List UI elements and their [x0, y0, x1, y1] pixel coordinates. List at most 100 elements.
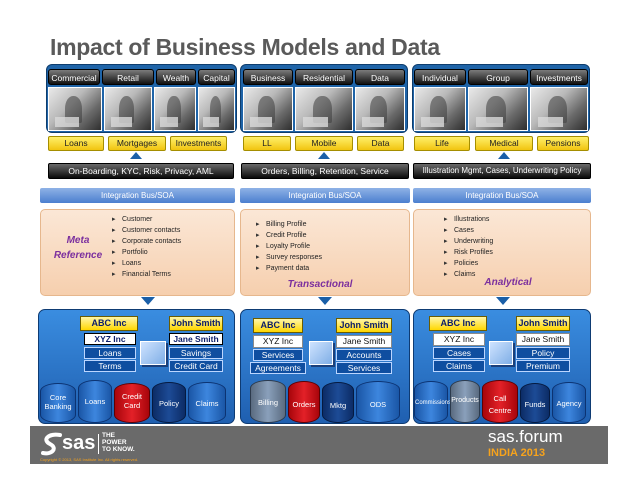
list-item: Claims — [444, 269, 493, 280]
photo-business — [243, 87, 293, 131]
product-life[interactable]: Life — [414, 136, 470, 151]
sas-logo: sas — [62, 432, 96, 454]
tab-retail[interactable]: Retail — [102, 69, 154, 85]
product-ll[interactable]: LL — [243, 136, 291, 151]
db-label: Mktg — [329, 401, 347, 410]
db-ods: ODS — [356, 381, 400, 423]
product-investments[interactable]: Investments — [170, 136, 227, 151]
tab-capital[interactable]: Capital — [198, 69, 235, 85]
db-label: Credit Card — [121, 392, 142, 410]
db-call-centre: Call Centre — [482, 380, 518, 423]
db-policy: Policy — [152, 382, 186, 423]
entity-item2: Accounts — [336, 349, 392, 361]
entity-item3: Terms — [84, 360, 136, 372]
integration-bus-telco: Integration Bus/SOA — [240, 188, 410, 203]
tab-wealth[interactable]: Wealth — [156, 69, 196, 85]
entity-person2: Jane Smith — [169, 333, 223, 345]
product-medical[interactable]: Medical — [475, 136, 533, 151]
product-loans[interactable]: Loans — [48, 136, 104, 151]
db-label: Products — [451, 397, 479, 404]
db-label: Orders — [292, 400, 316, 409]
db-label: Call Centre — [488, 394, 512, 415]
list-item: Billing Profile — [256, 219, 322, 230]
list-item: Financial Terms — [112, 269, 181, 280]
entity-org: ABC Inc — [253, 318, 303, 333]
entity-org: ABC Inc — [80, 316, 138, 331]
integration-bus-insurance: Integration Bus/SOA — [413, 188, 591, 203]
entity-item4: Credit Card — [169, 360, 223, 372]
product-pensions[interactable]: Pensions — [537, 136, 589, 151]
db-credit-card: Credit Card — [114, 383, 150, 423]
arrow-up-telco — [318, 152, 330, 159]
page-title: Impact of Business Models and Data — [50, 34, 440, 60]
db-label: Funds — [524, 400, 546, 409]
tab-commercial[interactable]: Commercial — [48, 69, 100, 85]
entity-person: John Smith — [516, 316, 570, 331]
event-logo: sas.forum — [488, 427, 563, 446]
entity-item3: Claims — [433, 360, 485, 372]
list-item: Policies — [444, 258, 493, 269]
db-claims: Claims — [188, 382, 226, 423]
entity-person2: Jane Smith — [516, 333, 570, 346]
list-item: Portfolio — [112, 247, 181, 258]
tagline-line: TO KNOW. — [102, 446, 135, 453]
arrow-up-insurance — [498, 152, 510, 159]
content-list-analytical: Illustrations Cases Underwriting Risk Pr… — [444, 214, 493, 280]
tab-group[interactable]: Group — [468, 69, 528, 85]
tab-individual[interactable]: Individual — [414, 69, 466, 85]
list-item: Customer — [112, 214, 181, 225]
copyright-notice: Copyright © 2013, SAS Institute Inc. All… — [40, 457, 139, 462]
db-label: ODS — [369, 400, 387, 409]
entity-item4: Services — [336, 362, 392, 374]
process-bar-telco: Orders, Billing, Retention, Service — [241, 163, 409, 179]
arrow-down-telco — [318, 297, 332, 305]
content-label-transactional: Transactional — [287, 279, 353, 290]
list-item: Illustrations — [444, 214, 493, 225]
footer-divider — [98, 434, 99, 454]
entity-item1: Loans — [84, 347, 136, 359]
photo-data — [355, 87, 405, 131]
tab-investments[interactable]: Investments — [530, 69, 588, 85]
list-item: Credit Profile — [256, 230, 322, 241]
db-label: Agency — [556, 399, 582, 408]
entity-org2: XYZ Inc — [433, 333, 485, 346]
db-label: Core Banking — [44, 393, 72, 411]
product-data[interactable]: Data — [357, 136, 404, 151]
content-label-analytical: Analytical — [484, 277, 532, 288]
db-label: Commissions — [415, 400, 452, 406]
list-item: Loans — [112, 258, 181, 269]
photo-residential — [295, 87, 353, 131]
content-list-meta-reference: Customer Customer contacts Corporate con… — [112, 214, 181, 280]
tab-business[interactable]: Business — [243, 69, 293, 85]
db-agency: Agency — [552, 382, 586, 423]
arrow-up-banking — [130, 152, 142, 159]
content-label-reference: Reference — [53, 250, 103, 261]
entity-item4: Premium — [516, 360, 570, 372]
footer-bar — [30, 426, 608, 464]
list-item: Survey responses — [256, 252, 322, 263]
integration-bus-banking: Integration Bus/SOA — [40, 188, 235, 203]
db-label: Claims — [195, 399, 219, 408]
db-orders: Orders — [288, 381, 320, 423]
list-item: Corporate contacts — [112, 236, 181, 247]
list-item: Loyalty Profile — [256, 241, 322, 252]
tab-residential[interactable]: Residential — [295, 69, 353, 85]
db-products: Products — [450, 380, 480, 423]
list-item: Risk Profiles — [444, 247, 493, 258]
event-name: INDIA 2013 — [488, 447, 546, 459]
db-billing: Billing — [250, 380, 286, 423]
tab-data[interactable]: Data — [355, 69, 405, 85]
db-loans: Loans — [78, 380, 112, 423]
entity-org2: XYZ Inc — [84, 333, 136, 345]
product-mobile[interactable]: Mobile — [295, 136, 353, 151]
list-item: Cases — [444, 225, 493, 236]
entity-person2: Jane Smith — [336, 335, 392, 348]
arrow-down-banking — [141, 297, 155, 305]
cube-icon — [309, 341, 333, 365]
cube-icon — [489, 341, 513, 365]
tagline-line: POWER — [102, 439, 127, 446]
sas-tagline: THE POWER TO KNOW. — [102, 432, 135, 453]
entity-person: John Smith — [169, 316, 223, 331]
entity-item3: Agreements — [250, 362, 306, 374]
product-mortgages[interactable]: Mortgages — [108, 136, 166, 151]
